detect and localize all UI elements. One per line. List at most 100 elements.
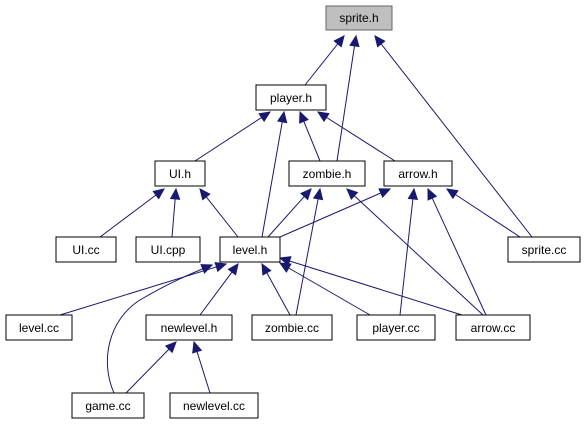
node-zombie-cc[interactable]: zombie.cc bbox=[251, 314, 333, 341]
node-ui-h[interactable]: UI.h bbox=[154, 160, 206, 187]
edge-line bbox=[289, 260, 463, 316]
node-ui-cc[interactable]: UI.cc bbox=[55, 236, 117, 263]
edge-line bbox=[171, 198, 176, 238]
edge-arrow-cc-to-level-h bbox=[278, 256, 463, 316]
node-label: level.h bbox=[233, 243, 268, 257]
edge-level-cc-to-level-h bbox=[59, 262, 228, 316]
node-label: arrow.cc bbox=[471, 321, 516, 335]
edge-arrowhead bbox=[299, 110, 309, 124]
edge-arrowhead bbox=[349, 34, 360, 48]
edge-arrowhead bbox=[192, 340, 203, 354]
edge-game-cc-to-newlevel-h bbox=[125, 341, 177, 394]
edge-line bbox=[261, 121, 283, 238]
edge-arrowhead bbox=[427, 187, 438, 201]
edge-player-h-to-sprite-h bbox=[304, 35, 345, 86]
node-label: sprite.h bbox=[339, 11, 378, 25]
node-layer: sprite.h player.h UI.h zombie.h arrow.h … bbox=[5, 5, 581, 419]
edge-line bbox=[288, 267, 371, 316]
node-ui-cpp[interactable]: UI.cpp bbox=[135, 236, 201, 263]
edge-line bbox=[279, 192, 382, 238]
node-label: player.cc bbox=[372, 321, 419, 335]
edge-arrowhead bbox=[312, 187, 324, 201]
edge-arrowhead bbox=[276, 110, 288, 124]
edge-line bbox=[353, 195, 484, 316]
node-label: UI.cc bbox=[72, 243, 99, 257]
edge-arrowhead bbox=[214, 262, 228, 273]
edge-line bbox=[336, 45, 355, 162]
edge-line bbox=[326, 116, 396, 162]
edge-arrowhead bbox=[333, 35, 345, 48]
edge-arrowhead bbox=[407, 187, 419, 201]
edge-line bbox=[99, 194, 157, 238]
edge-line bbox=[431, 197, 487, 316]
edge-game-cc-to-level-h bbox=[106, 264, 214, 394]
edge-zombie-cc-to-level-h bbox=[261, 262, 291, 316]
edge-level-h-to-arrow-h bbox=[279, 188, 392, 238]
node-label: UI.cpp bbox=[151, 243, 186, 257]
edge-arrowhead bbox=[300, 188, 312, 201]
edge-line bbox=[399, 198, 414, 316]
edge-newlevel-cc-to-newlevel-h bbox=[192, 340, 211, 394]
edge-arrowhead bbox=[199, 188, 211, 201]
edge-line bbox=[125, 348, 170, 394]
node-label: UI.h bbox=[169, 167, 191, 181]
edge-line bbox=[295, 198, 319, 316]
edge-arrowhead bbox=[316, 111, 330, 123]
edge-line bbox=[303, 121, 321, 162]
edge-arrow-cc-to-arrow-h bbox=[427, 187, 487, 316]
edge-line bbox=[205, 196, 239, 238]
node-arrow-h[interactable]: arrow.h bbox=[383, 160, 453, 187]
edge-line bbox=[196, 351, 211, 394]
edge-arrowhead bbox=[374, 35, 386, 48]
edge-layer bbox=[59, 34, 533, 394]
edge-arrowhead bbox=[346, 188, 359, 201]
edge-zombie-h-to-sprite-h bbox=[336, 34, 360, 162]
edge-arrowhead bbox=[445, 188, 459, 200]
edge-player-cc-to-level-h bbox=[278, 262, 371, 316]
edge-line bbox=[59, 266, 217, 316]
edge-level-h-to-ui-h bbox=[199, 188, 239, 238]
node-game-cc[interactable]: game.cc bbox=[71, 392, 145, 419]
edge-arrowhead bbox=[227, 263, 239, 276]
edge-level-h-to-zombie-h bbox=[267, 188, 312, 238]
edge-arrow-cc-to-zombie-h bbox=[346, 188, 484, 316]
edge-zombie-h-to-player-h bbox=[299, 110, 321, 162]
edge-newlevel-h-to-level-h bbox=[199, 263, 239, 316]
node-label: newlevel.h bbox=[161, 321, 218, 335]
edge-line bbox=[455, 194, 521, 238]
edge-arrow-h-to-player-h bbox=[316, 111, 396, 162]
edge-line bbox=[380, 43, 533, 238]
edge-arrowhead bbox=[278, 256, 292, 267]
edge-arrowhead bbox=[164, 341, 177, 354]
node-newlevel-cc[interactable]: newlevel.cc bbox=[169, 392, 259, 419]
node-sprite-h[interactable]: sprite.h bbox=[325, 5, 393, 31]
node-arrow-cc[interactable]: arrow.cc bbox=[455, 314, 531, 341]
edge-ui-cc-to-ui-h bbox=[99, 188, 165, 238]
node-player-cc[interactable]: player.cc bbox=[356, 314, 436, 341]
node-label: level.cc bbox=[19, 321, 59, 335]
edge-player-cc-to-arrow-h bbox=[399, 187, 419, 316]
node-zombie-h[interactable]: zombie.h bbox=[288, 160, 366, 187]
edge-ui-h-to-player-h bbox=[194, 111, 272, 162]
node-label: game.cc bbox=[85, 399, 130, 413]
node-level-cc[interactable]: level.cc bbox=[5, 314, 73, 341]
node-label: zombie.cc bbox=[265, 321, 319, 335]
edge-sprite-cc-to-arrow-h bbox=[445, 188, 521, 238]
edge-arrowhead bbox=[200, 264, 214, 274]
node-player-h[interactable]: player.h bbox=[255, 84, 327, 111]
edge-line bbox=[266, 272, 291, 316]
node-sprite-cc[interactable]: sprite.cc bbox=[507, 236, 581, 263]
edge-line bbox=[267, 196, 305, 238]
edge-arrowhead bbox=[378, 188, 392, 199]
edge-line bbox=[194, 117, 262, 162]
edge-line bbox=[199, 271, 233, 316]
edge-arrowhead bbox=[152, 188, 165, 200]
edge-level-h-to-player-h bbox=[261, 110, 288, 238]
node-label: sprite.cc bbox=[522, 243, 567, 257]
edge-sprite-cc-to-sprite-h bbox=[374, 35, 533, 238]
node-label: zombie.h bbox=[303, 167, 352, 181]
edge-arrowhead bbox=[261, 262, 272, 276]
node-level-h[interactable]: level.h bbox=[219, 236, 281, 263]
node-newlevel-h[interactable]: newlevel.h bbox=[145, 314, 233, 341]
